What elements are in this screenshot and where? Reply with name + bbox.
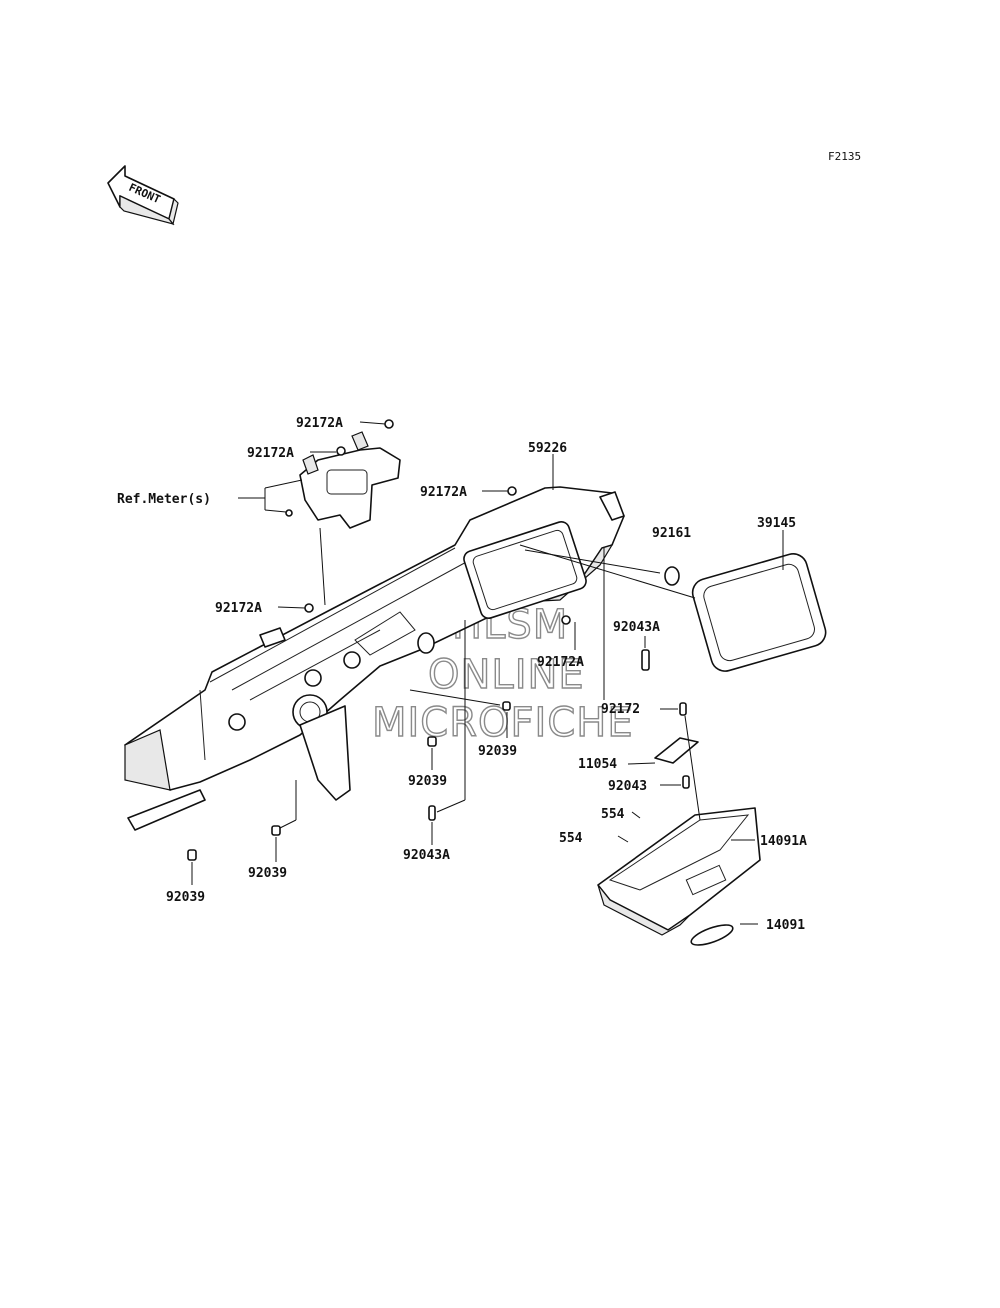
callout-92172a-left: 92172A: [215, 601, 262, 616]
callout-11054: 11054: [578, 757, 617, 772]
callout-92172: 92172: [601, 702, 640, 717]
instrument-panel-part: [124, 486, 625, 831]
callout-554-upper: 554: [601, 807, 625, 822]
callout-92043: 92043: [608, 779, 647, 794]
callout-39145: 39145: [757, 516, 796, 531]
callout-92039-lower: 92039: [248, 866, 287, 881]
callout-92161: 92161: [652, 526, 691, 541]
callout-92172a-panel: 92172A: [420, 485, 467, 500]
callout-92172a-center: 92172A: [537, 655, 584, 670]
figure-code: F2135: [828, 150, 861, 163]
emblem-part: [690, 924, 734, 946]
meter-bracket-part: [299, 431, 401, 529]
callout-92172a-bracket: 92172A: [247, 446, 294, 461]
front-arrow-icon: FRONT: [107, 165, 179, 226]
callout-92172a-top: 92172A: [296, 416, 343, 431]
fasteners: [187, 419, 690, 861]
callout-14091a: 14091A: [760, 834, 807, 849]
leader-lines: [191, 421, 784, 925]
callout-554-lower: 554: [559, 831, 583, 846]
callout-92039-mid: 92039: [408, 774, 447, 789]
hinge-bracket-part: [654, 737, 699, 764]
watermark-line-2: ONLINE: [428, 652, 585, 698]
watermark-line-3: MICROFICHE: [372, 700, 634, 746]
callout-ref-meter: Ref.Meter(s): [117, 492, 211, 507]
callout-14091: 14091: [766, 918, 805, 933]
gasket-part: [691, 553, 827, 672]
callout-59226: 59226: [528, 441, 567, 456]
callout-92043a-bottom: 92043A: [403, 848, 450, 863]
grommet-part: [664, 566, 680, 586]
callout-92043a-right: 92043A: [613, 620, 660, 635]
callout-92039-left: 92039: [166, 890, 205, 905]
glove-box-part: [597, 807, 761, 936]
callout-92039-center: 92039: [478, 744, 517, 759]
callouts: 92172A 92172A Ref.Meter(s) 92172A 59226 …: [117, 416, 807, 933]
